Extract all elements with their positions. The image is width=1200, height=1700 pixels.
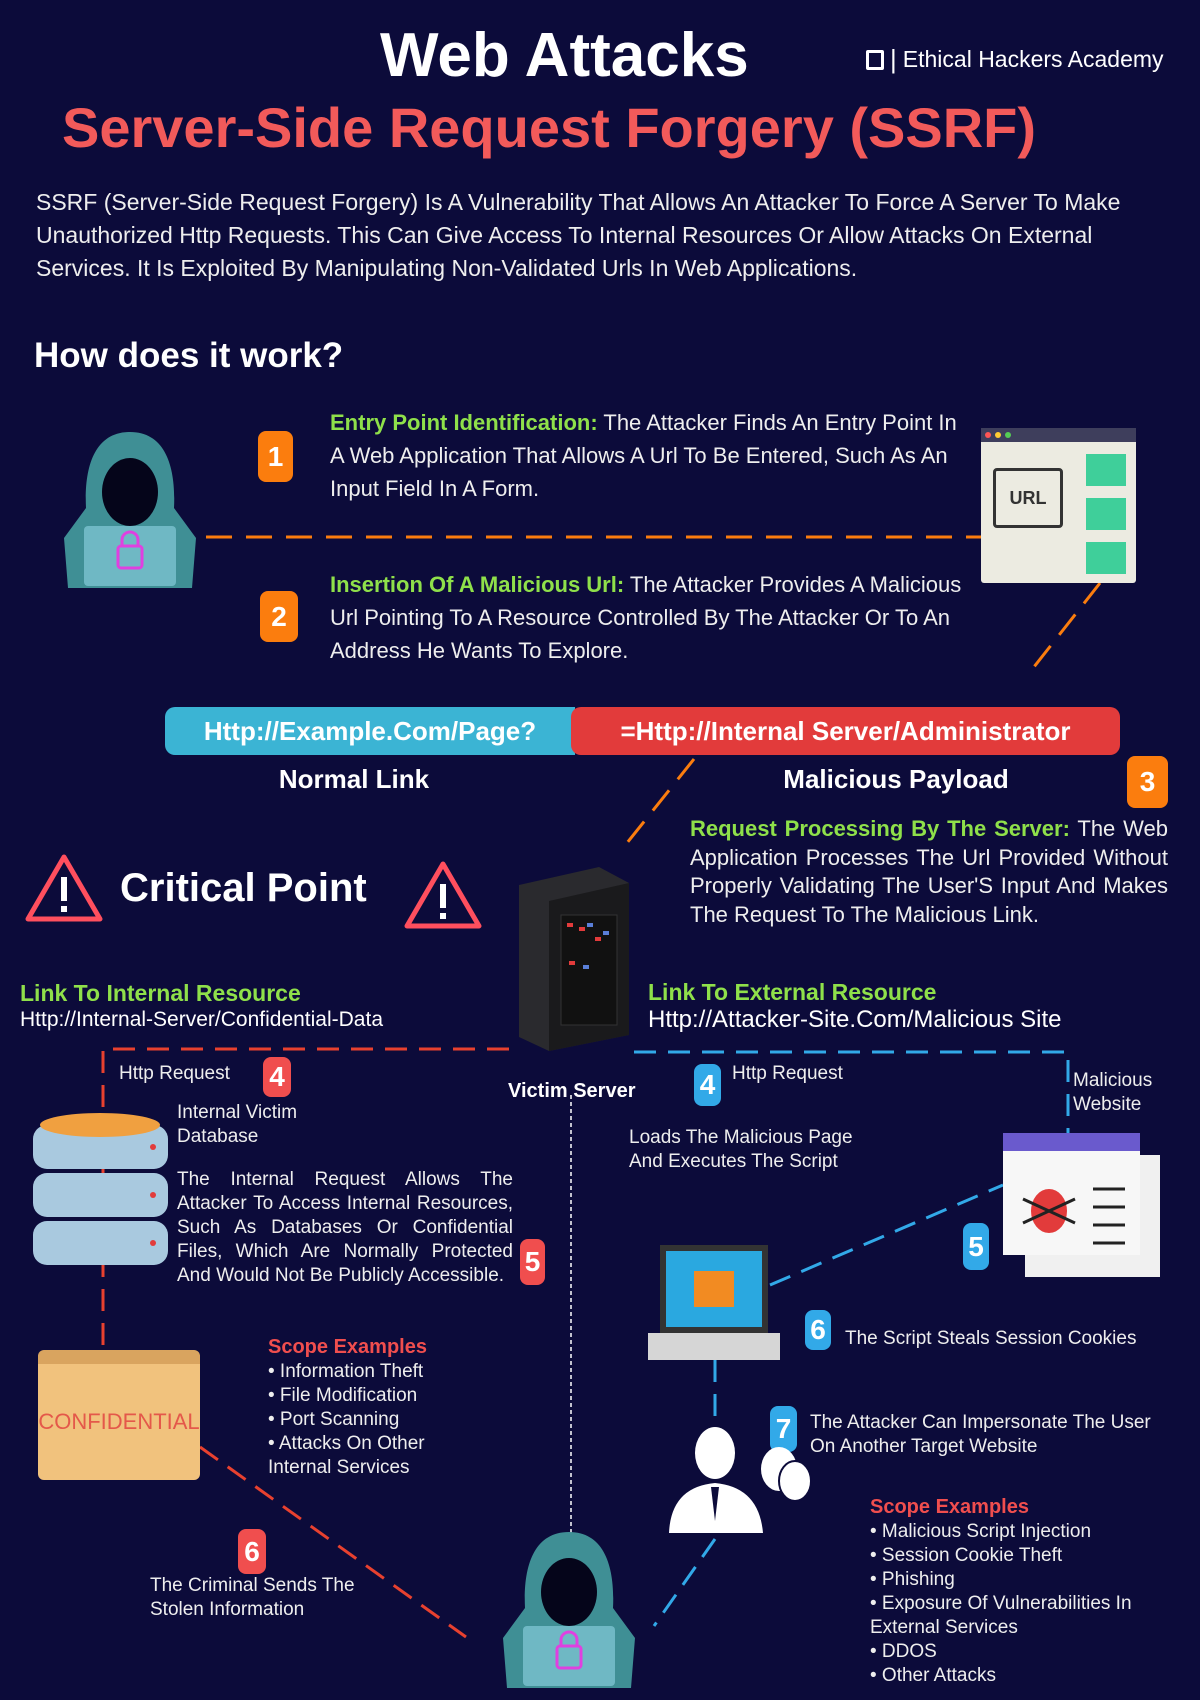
criminal-sends-text: The Criminal Sends The Stolen Informatio…	[150, 1575, 355, 1620]
brand-logo: |Ethical Hackers Academy	[866, 44, 1164, 75]
malicious-payload-url: =Http://Internal Server/Administrator	[571, 707, 1120, 755]
malicious-website-icon	[1003, 1133, 1160, 1277]
warning-icon	[404, 861, 482, 929]
step-badge-7-external: 7	[770, 1406, 797, 1452]
step-1-text: Entry Point Identification: The Attacker…	[330, 410, 957, 501]
internal-link-title: Link To Internal Resource	[20, 980, 301, 1006]
page-subtitle: Server-Side Request Forgery (SSRF)	[62, 96, 1037, 159]
list-item: • Phishing	[870, 1569, 955, 1590]
hacker-icon	[503, 1532, 635, 1688]
step-badge-6-internal: 6	[238, 1529, 266, 1574]
bug-icon	[1022, 1187, 1125, 1245]
laptop-icon	[866, 49, 884, 70]
impersonator-icon	[669, 1427, 812, 1533]
laptop-email-icon	[648, 1245, 780, 1360]
list-item: • Port Scanning	[268, 1409, 400, 1430]
confidential-folder-icon: CONFIDENTIAL	[38, 1350, 200, 1480]
step-badge-3: 3	[1127, 756, 1168, 808]
list-item: • File Modification	[268, 1385, 418, 1406]
section-heading: How does it work?	[34, 336, 344, 375]
step-badge-4-external: 4	[694, 1064, 721, 1106]
internal-scope-list: • Information Theft • File Modification …	[268, 1360, 468, 1480]
internal-scope-title: Scope Examples	[268, 1336, 427, 1358]
normal-link-label: Normal Link	[278, 764, 430, 794]
malicious-website-label: Malicious Website	[1073, 1070, 1153, 1115]
list-item: • Session Cookie Theft	[870, 1545, 1063, 1566]
database-icon	[33, 1113, 168, 1265]
step-3-text: Request Processing By The Server: The We…	[690, 816, 1168, 927]
theater-masks-icon	[761, 1447, 812, 1502]
list-item: • Exposure Of Vulnerabilities In Externa…	[870, 1593, 1132, 1638]
normal-link-url: Http://Example.Com/Page?	[165, 707, 575, 755]
external-link-title: Link To External Resource	[648, 979, 937, 1005]
critical-point-label: Critical Point	[120, 866, 367, 910]
internal-http-request-label: Http Request	[119, 1063, 230, 1084]
external-scope-title: Scope Examples	[870, 1496, 1029, 1518]
brand-name: Ethical Hackers Academy	[902, 46, 1164, 72]
step-badge-1: 1	[258, 431, 293, 482]
external-http-request-label: Http Request	[732, 1063, 843, 1084]
warning-icon	[25, 854, 103, 922]
step-badge-4-internal: 4	[263, 1057, 291, 1097]
loads-malicious-page-text: Loads The Malicious Page And Executes Th…	[629, 1127, 853, 1172]
internal-link-url: Http://Internal-Server/Confidential-Data	[20, 1008, 383, 1031]
server-rack-icon	[519, 867, 629, 1051]
list-item: • Other Attacks	[870, 1665, 996, 1686]
url-browser-icon: URL	[981, 428, 1136, 583]
victim-server-label: Victim Server	[508, 1080, 636, 1102]
list-item: • Information Theft	[268, 1361, 424, 1382]
external-link-url: Http://Attacker-Site.Com/Malicious Site	[648, 1006, 1062, 1033]
step-badge-5-external: 5	[963, 1223, 989, 1270]
page-title: Web Attacks	[380, 21, 749, 90]
steals-cookies-text: The Script Steals Session Cookies	[845, 1328, 1137, 1349]
internal-request-description: The Internal Request Allows The Attacker…	[177, 1169, 513, 1286]
hacker-icon	[64, 432, 196, 588]
step-badge-5-internal: 5	[520, 1239, 545, 1285]
malicious-payload-label: Malicious Payload	[783, 764, 1009, 794]
step-badge-2: 2	[260, 591, 298, 642]
intro-text: SSRF (Server-Side Request Forgery) Is A …	[36, 189, 1121, 281]
impersonate-text: The Attacker Can Impersonate The User On…	[810, 1412, 1151, 1457]
list-item: • DDOS	[870, 1641, 937, 1662]
step-2-text: Insertion Of A Malicious Url: The Attack…	[330, 572, 962, 663]
list-item: • Malicious Script Injection	[870, 1521, 1092, 1542]
step-badge-6-external: 6	[805, 1310, 831, 1350]
list-item: • Attacks On Other Internal Services	[268, 1433, 425, 1478]
external-scope-list: • Malicious Script Injection • Session C…	[870, 1520, 1175, 1688]
internal-database-label: Internal Victim Database	[177, 1102, 298, 1147]
